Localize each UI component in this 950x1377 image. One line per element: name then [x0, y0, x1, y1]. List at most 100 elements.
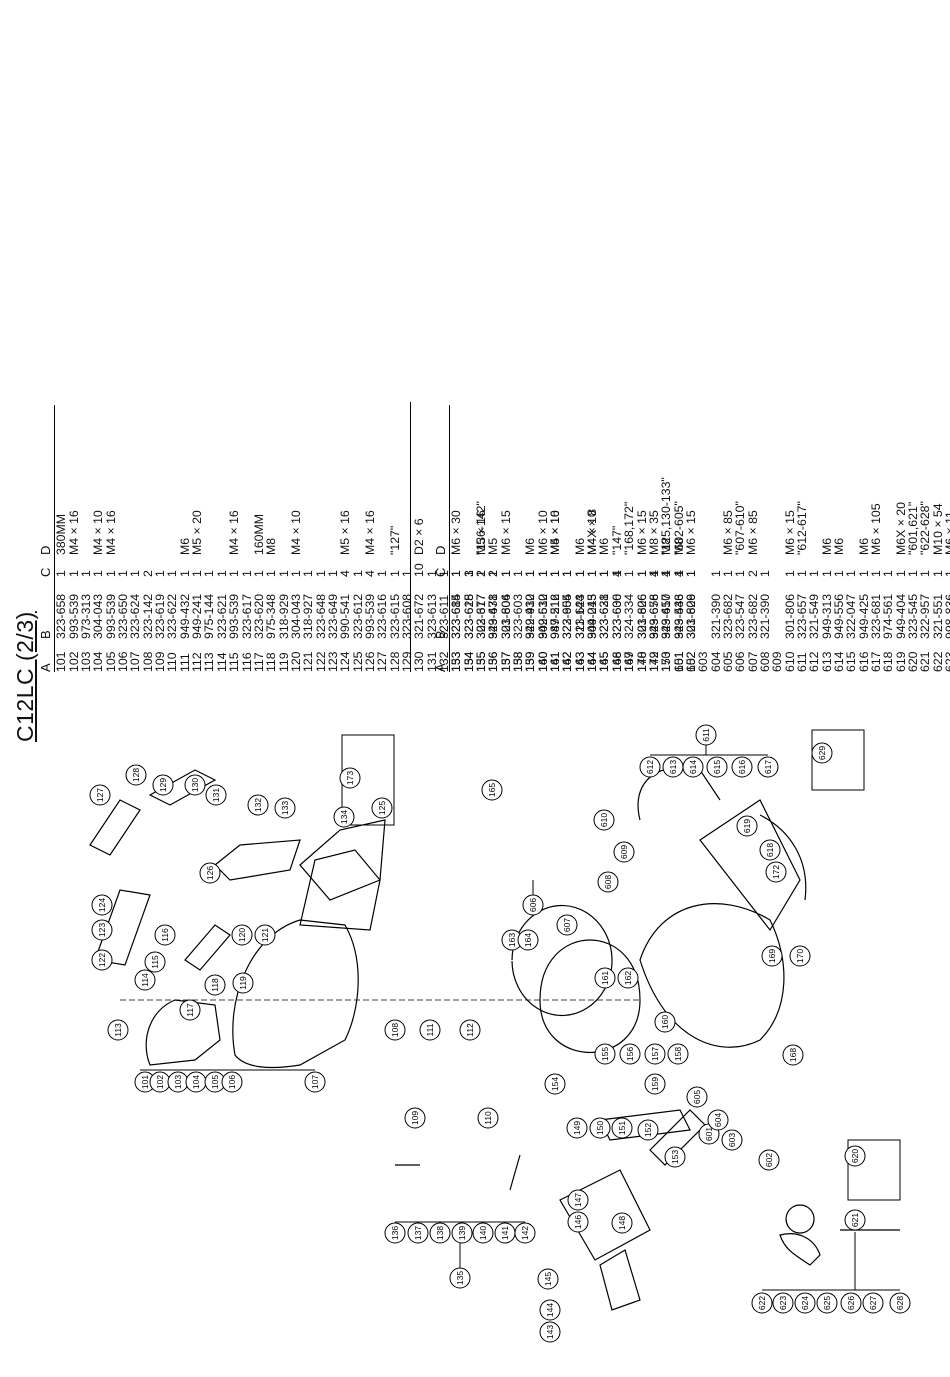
callout-circle: [567, 1211, 589, 1233]
callout-label: 169: [767, 949, 777, 963]
callout-label: 152: [643, 1123, 653, 1137]
callout-label: 101: [140, 1075, 150, 1089]
callout-circle: [384, 1222, 406, 1244]
callout-625: 625: [816, 1292, 838, 1314]
callout-label: 623: [778, 1296, 788, 1310]
callout-circle: [695, 724, 717, 746]
callout-circle: [593, 809, 615, 831]
callout-circle: [199, 862, 221, 884]
callout-circle: [840, 1292, 862, 1314]
callout-613: 613: [662, 756, 684, 778]
callout-circle: [611, 1212, 633, 1234]
callout-label: 134: [339, 810, 349, 824]
callout-168: 168: [782, 1044, 804, 1066]
callout-148: 148: [611, 1212, 633, 1234]
callout-144: 144: [539, 1299, 561, 1321]
callout-157: 157: [644, 1043, 666, 1065]
callout-circle: [481, 779, 503, 801]
callout-circle: [751, 1292, 773, 1314]
callout-label: 126: [205, 866, 215, 880]
callout-circle: [759, 839, 781, 861]
callout-label: 144: [545, 1303, 555, 1317]
callout-134: 134: [333, 806, 355, 828]
callout-circle: [757, 756, 779, 778]
callout-label: 119: [238, 976, 248, 990]
callout-circle: [567, 1189, 589, 1211]
callout-132: 132: [247, 794, 269, 816]
callout-circle: [772, 1292, 794, 1314]
callout-152: 152: [637, 1119, 659, 1141]
callout-label: 617: [763, 760, 773, 774]
callout-circle: [154, 924, 176, 946]
callout-609: 609: [613, 841, 635, 863]
callout-label: 164: [523, 933, 533, 947]
knob: [785, 1204, 815, 1234]
callout-150: 150: [589, 1117, 611, 1139]
chip-guard: [89, 799, 141, 856]
callout-602: 602: [758, 1149, 780, 1171]
callout-label: 173: [345, 771, 355, 785]
callout-138: 138: [429, 1222, 451, 1244]
callout-circle: [539, 1321, 561, 1343]
callout-617: 617: [757, 756, 779, 778]
fence: [699, 799, 801, 932]
callout-circle: [184, 774, 206, 796]
callout-623: 623: [772, 1292, 794, 1314]
lever: [779, 1233, 821, 1266]
callout-605: 605: [686, 1086, 708, 1108]
callout-circle: [544, 1073, 566, 1095]
callout-label: 168: [788, 1048, 798, 1062]
callout-circle: [611, 1117, 633, 1139]
callout-circle: [254, 924, 276, 946]
callout-label: 619: [742, 819, 752, 833]
callout-139: 139: [451, 1222, 473, 1244]
callout-629: 629: [811, 742, 833, 764]
callout-165: 165: [481, 779, 503, 801]
callout-label: 135: [455, 1271, 465, 1285]
callout-label: 120: [237, 928, 247, 942]
callout-label: 123: [97, 923, 107, 937]
callout-label: 121: [260, 928, 270, 942]
callout-label: 147: [573, 1193, 583, 1207]
callout-label: 161: [600, 971, 610, 985]
callout-109: 109: [404, 1107, 426, 1129]
callout-circle: [404, 1107, 426, 1129]
callout-circle: [844, 1209, 866, 1231]
callout-label: 106: [227, 1075, 237, 1089]
callout-circle: [517, 929, 539, 951]
callout-label: 117: [185, 1003, 195, 1017]
callout-circle: [91, 919, 113, 941]
callout-circle: [617, 967, 639, 989]
callout-label: 615: [712, 760, 722, 774]
callout-label: 601: [704, 1127, 714, 1141]
callout-604: 604: [707, 1109, 729, 1131]
callout-628: 628: [889, 1292, 911, 1314]
upper-bracket: [148, 769, 217, 806]
callout-label: 140: [478, 1226, 488, 1240]
callout-113: 113: [107, 1019, 129, 1041]
rod-142: [509, 1154, 521, 1191]
callout-116: 116: [154, 924, 176, 946]
callout-label: 102: [155, 1075, 165, 1089]
callout-circle: [91, 894, 113, 916]
callout-135: 135: [449, 1267, 471, 1289]
callout-603: 603: [721, 1129, 743, 1151]
callout-149: 149: [566, 1117, 588, 1139]
callout-circle: [721, 1129, 743, 1151]
callout-label: 110: [483, 1111, 493, 1125]
callout-circle: [707, 1109, 729, 1131]
callout-label: 132: [253, 798, 263, 812]
callout-circle: [472, 1222, 494, 1244]
callout-160: 160: [654, 1011, 676, 1033]
callout-610: 610: [593, 809, 615, 831]
callout-611: 611: [695, 724, 717, 746]
callout-164: 164: [517, 929, 539, 951]
callout-label: 122: [97, 953, 107, 967]
callout-label: 107: [310, 1075, 320, 1089]
callout-circle: [449, 1267, 471, 1289]
callout-111: 111: [419, 1019, 441, 1041]
callout-circle: [451, 1222, 473, 1244]
callout-607: 607: [556, 914, 578, 936]
callout-label: 149: [572, 1121, 582, 1135]
